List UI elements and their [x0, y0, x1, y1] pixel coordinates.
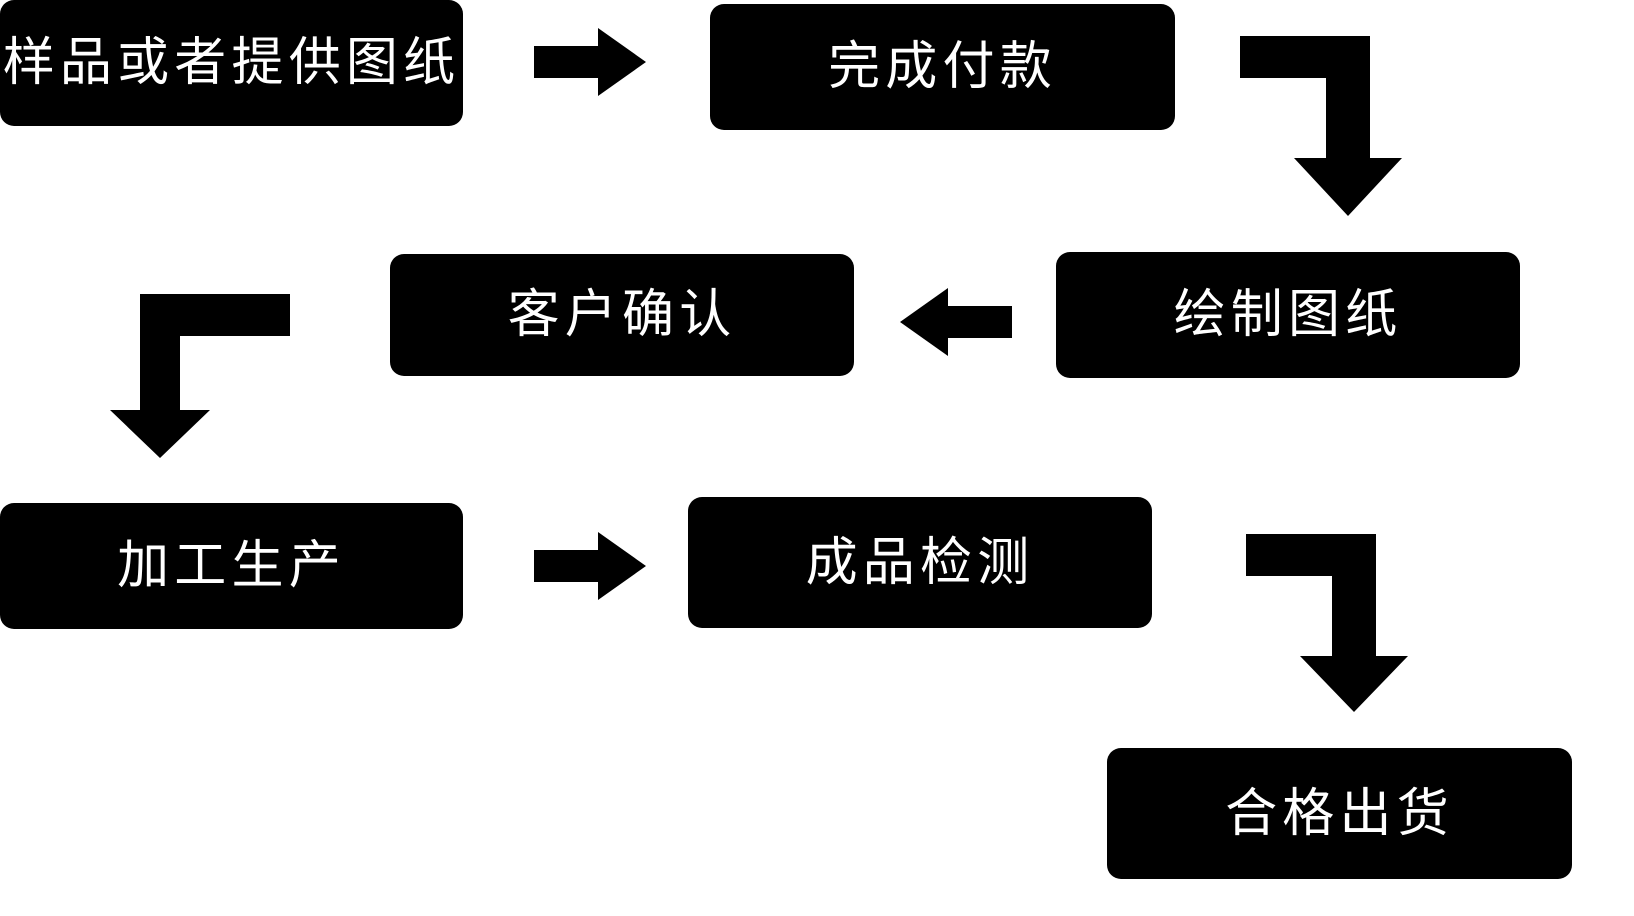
flow-node-qualified-shipment[interactable]: 合格出货: [1107, 748, 1572, 879]
flow-node-processing-production[interactable]: 加工生产: [0, 503, 463, 629]
flow-node-customer-confirmation[interactable]: 客户确认: [390, 254, 854, 376]
flow-node-product-inspection[interactable]: 成品检测: [688, 497, 1152, 628]
flow-node-complete-payment[interactable]: 完成付款: [710, 4, 1175, 130]
elbow-arrow-right-down-icon-2: [1240, 530, 1440, 712]
flow-node-draw-drawing[interactable]: 绘制图纸: [1056, 252, 1520, 378]
flow-node-label: 完成付款: [828, 38, 1057, 96]
arrow-right-icon-2: [534, 532, 646, 600]
flow-node-label: 成品检测: [805, 533, 1035, 592]
elbow-arrow-left-down-icon-1: [110, 292, 310, 458]
arrow-right-icon-1: [534, 28, 646, 96]
flow-node-label: 合格出货: [1225, 784, 1454, 843]
flow-node-sample-or-drawing[interactable]: 样品或者提供图纸: [0, 0, 463, 126]
elbow-arrow-right-down-icon-1: [1228, 30, 1442, 216]
flow-node-label: 加工生产: [117, 537, 346, 595]
arrow-left-icon-1: [900, 288, 1012, 356]
flow-node-label: 客户确认: [507, 286, 737, 344]
flow-node-label: 绘制图纸: [1173, 286, 1403, 344]
flow-node-label: 样品或者提供图纸: [2, 34, 461, 92]
